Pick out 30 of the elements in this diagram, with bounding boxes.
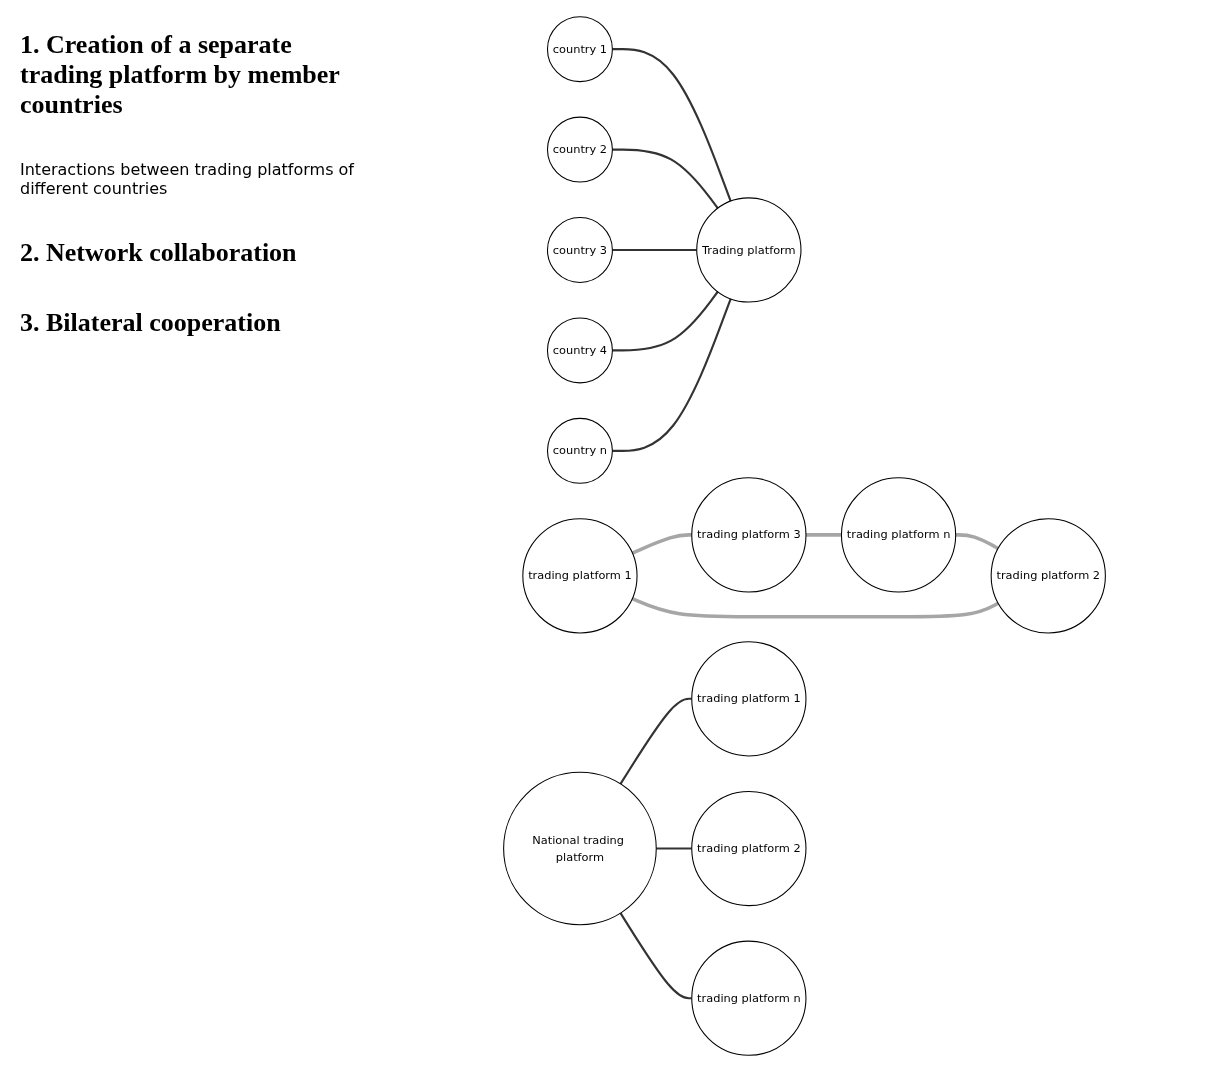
node-circle: trading platform n	[840, 476, 957, 592]
connector	[612, 297, 732, 452]
node-circle: National trading platform	[503, 771, 657, 925]
node-circle: Trading platform	[696, 196, 802, 303]
connector	[619, 912, 692, 999]
node-circle: trading platform 2	[691, 790, 807, 906]
section-heading: 1. Creation of a separate trading platform by member countries	[20, 30, 341, 120]
connector	[805, 532, 842, 537]
section-heading: 3. Bilateral cooperation	[20, 308, 282, 338]
node-circle: country 1	[546, 15, 613, 82]
connector	[631, 596, 1000, 619]
connector	[612, 290, 719, 351]
node-circle: country 4	[546, 316, 613, 383]
node-circle: country n	[546, 417, 613, 484]
connector	[656, 846, 692, 850]
note-text: Interactions between trading platforms of different countries	[20, 160, 356, 198]
node-circle: trading platform 3	[691, 476, 807, 593]
node-circle: country 3	[546, 216, 613, 283]
section-heading: 2. Network collaboration	[20, 238, 298, 268]
connector	[631, 532, 692, 555]
connector	[612, 148, 719, 209]
node-circle: country 2	[546, 116, 613, 183]
node-circle: trading platform 1	[522, 517, 638, 633]
node-circle: trading platform 1	[691, 640, 807, 756]
node-circle: trading platform 2	[990, 517, 1106, 633]
connector	[612, 47, 732, 202]
node-circle: trading platform n	[691, 940, 807, 1056]
connector	[619, 697, 692, 784]
connector	[955, 532, 1000, 550]
connector	[612, 248, 697, 251]
